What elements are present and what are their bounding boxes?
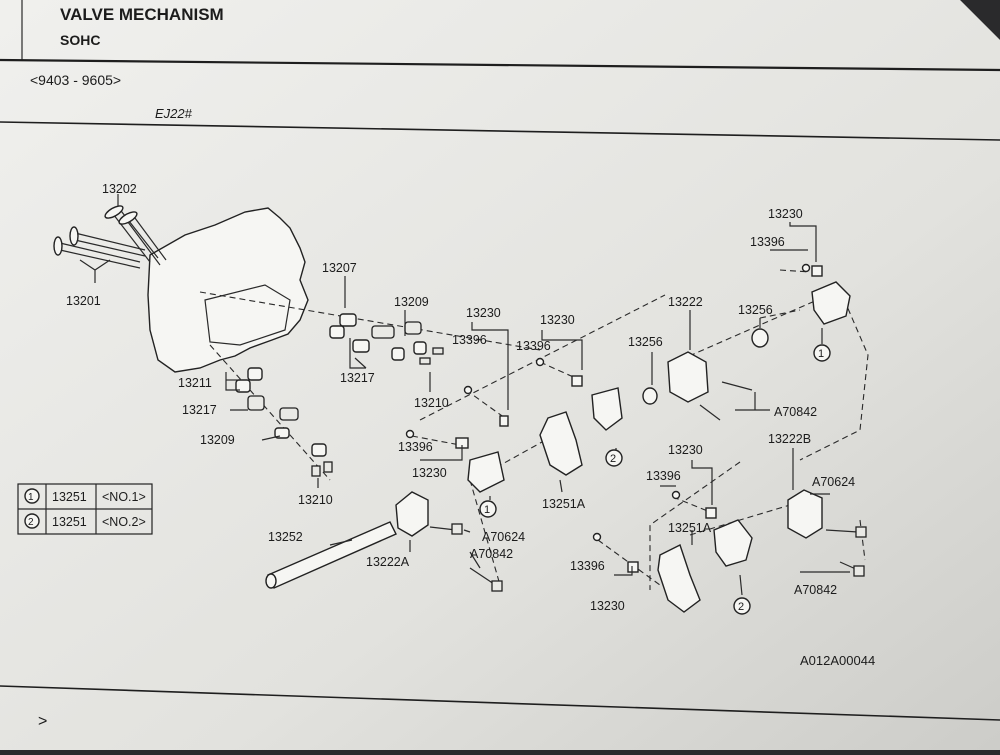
callout: 1 <box>484 504 490 516</box>
legend-note: <NO.2> <box>102 515 146 529</box>
valve-springs-upper <box>329 313 444 365</box>
alignment-line <box>597 539 661 586</box>
callout: 2 <box>610 453 616 465</box>
header-rule-bottom <box>0 121 1000 141</box>
part-label: A70624 <box>812 475 855 489</box>
intake-valves <box>104 205 167 266</box>
part-label: 13230 <box>412 466 447 480</box>
alignment-line <box>689 504 791 536</box>
date-range: <9403 - 9605> <box>30 72 121 88</box>
washer <box>642 387 658 405</box>
legend-note: <NO.1> <box>102 490 146 504</box>
part-label: 13256 <box>738 303 773 317</box>
rocker-arm <box>539 411 583 476</box>
part-label: A70842 <box>794 583 837 597</box>
washer <box>751 328 769 348</box>
alignment-line <box>411 435 461 446</box>
shaft-support-a <box>395 491 429 537</box>
part-label: 13222 <box>668 295 703 309</box>
part-label: A70842 <box>774 405 817 419</box>
callout-markers: 1 2 1 2 <box>479 344 831 615</box>
rocker-arm <box>657 544 701 613</box>
alignment-line <box>419 294 666 421</box>
part-label: 13230 <box>768 207 803 221</box>
part-label: 13201 <box>66 294 101 308</box>
engine-type: SOHC <box>60 32 100 48</box>
part-label: 13256 <box>628 335 663 349</box>
alignment-line <box>859 519 866 561</box>
part-label: 13210 <box>298 493 333 507</box>
shaft-support-b <box>787 489 823 539</box>
part-label: 13251A <box>542 497 586 511</box>
alignment-line <box>649 461 741 590</box>
callout-legend-table: 1 13251 <NO.1> 2 13251 <NO.2> <box>17 483 153 535</box>
page-title: VALVE MECHANISM <box>60 5 224 24</box>
part-label: 13217 <box>340 371 375 385</box>
callout: 2 <box>738 601 744 613</box>
part-label: 13230 <box>668 443 703 457</box>
page-continue-mark: > <box>38 713 47 730</box>
exhaust-valves <box>53 226 146 269</box>
legend-marker: 2 <box>28 517 34 528</box>
rocker-arm <box>713 519 753 567</box>
part-label: 13252 <box>268 530 303 544</box>
part-label: 13207 <box>322 261 357 275</box>
part-label: 13222B <box>768 432 811 446</box>
rocker-arm <box>467 451 505 493</box>
shaft-support <box>667 351 709 403</box>
part-label: 13217 <box>182 403 217 417</box>
bolts <box>429 381 867 592</box>
part-label: 13396 <box>452 333 487 347</box>
head-boss <box>204 284 291 346</box>
part-label: 13209 <box>394 295 429 309</box>
part-label: 13396 <box>570 559 605 573</box>
footer-rule <box>0 685 1000 721</box>
alignment-line <box>465 389 506 419</box>
part-label: A70842 <box>470 547 513 561</box>
rocker-arm <box>811 281 851 325</box>
alignment-line <box>799 289 869 461</box>
part-label: 13222A <box>366 555 410 569</box>
alignment-line <box>199 291 541 351</box>
cylinder-head-outline <box>147 207 309 373</box>
part-label: 13202 <box>102 182 137 196</box>
part-label: 13211 <box>178 376 212 390</box>
leader-lines <box>79 194 850 596</box>
legend-marker: 1 <box>28 492 34 503</box>
alignment-line <box>672 496 711 513</box>
part-label: 13251A <box>668 521 712 535</box>
callout: 1 <box>818 348 824 360</box>
part-labels: 13202 13201 13207 13209 13217 13210 1321… <box>66 182 855 613</box>
part-label: 13210 <box>414 396 449 410</box>
alignment-line <box>539 361 581 381</box>
part-label: 13230 <box>540 313 575 327</box>
rocker-shaft <box>265 521 397 589</box>
part-label: 13396 <box>398 440 433 454</box>
legend-part: 13251 <box>52 515 87 529</box>
alignment-line <box>759 309 801 319</box>
figure-code: A012A00044 <box>800 653 875 668</box>
part-label: 13396 <box>646 469 681 483</box>
part-label: A70624 <box>482 530 525 544</box>
legend-part: 13251 <box>52 490 87 504</box>
part-label: 13396 <box>750 235 785 249</box>
header-rule-top <box>0 58 1000 72</box>
valve-springs-lower <box>235 367 333 477</box>
part-label: 13230 <box>590 599 625 613</box>
adjuster-screws <box>405 263 823 573</box>
alignment-line <box>469 479 501 586</box>
rocker-arm <box>591 387 623 431</box>
part-label: 13209 <box>200 433 235 447</box>
part-label: 13396 <box>516 339 551 353</box>
alignment-line <box>209 344 331 481</box>
model-code: EJ22# <box>155 106 193 121</box>
part-label: 13230 <box>466 306 501 320</box>
